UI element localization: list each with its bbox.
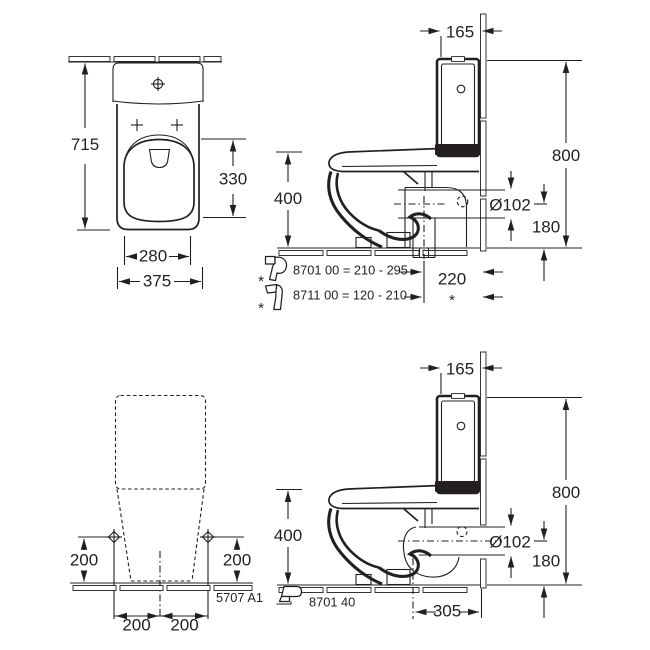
wall-hatching — [480, 13, 487, 252]
dim-label-outlet-height: 180 — [532, 218, 560, 237]
dim-label-bowl-height: 400 — [274, 526, 302, 545]
adapter-star: * — [258, 300, 264, 317]
dim-715: 715 — [71, 63, 110, 231]
bowl-front — [116, 104, 200, 231]
dim-200-left: 200 — [70, 536, 106, 582]
wall-hatching — [480, 351, 487, 589]
flush-button-icon — [456, 421, 466, 431]
adapter-label: 8701 40 — [309, 595, 355, 610]
flush-button-icon — [151, 77, 165, 91]
adapter-star: * — [258, 273, 264, 290]
dim-165: 165 — [420, 360, 502, 394]
wall-hatching — [68, 56, 222, 63]
dim-label-tank-depth: 165 — [446, 360, 474, 379]
dim-label-fixing-spacing: 200 — [170, 616, 198, 635]
dim-label-width: 375 — [143, 272, 171, 291]
flush-button-icon — [456, 84, 466, 94]
fixing-marker-right — [200, 529, 216, 545]
dim-330: 330 — [201, 138, 247, 219]
wall-hole-marker — [456, 195, 469, 208]
dim-180: 180 — [532, 184, 560, 281]
dim-outlet-diameter: Ø102 — [489, 508, 547, 578]
outlet-vertical — [394, 186, 505, 259]
dim-200-200-bottom: 200 200 — [114, 612, 208, 635]
dim-label-outlet-variable-star: * — [449, 292, 455, 309]
floor-hatching — [277, 247, 481, 256]
dim-label-outlet-to-wall: 305 — [433, 602, 461, 621]
floor-hatching — [277, 584, 481, 593]
floor-hatching — [70, 582, 253, 591]
adapter-note-8711-00: * 8711 00 = 120 - 210 — [258, 283, 407, 317]
dim-220: 220 * — [399, 261, 503, 309]
dim-label-total-height: 800 — [552, 146, 580, 165]
bowl-side — [327, 146, 480, 249]
dim-label-bolt-spacing: 280 — [139, 247, 167, 266]
side-view-bottom: 165 800 400 Ø102 180 305 — [274, 351, 582, 621]
adapter-label: 8711 00 = 120 - 210 — [293, 288, 407, 303]
dim-label-outlet-height: 180 — [532, 552, 560, 571]
dim-280: 280 — [123, 236, 192, 266]
cistern-front — [112, 62, 204, 105]
adapter-label: 8701 00 = 210 - 295 — [293, 263, 408, 278]
side-view-top: 165 800 400 Ø102 180 220 * * — [258, 13, 582, 317]
hinge-block — [435, 481, 479, 492]
seat-hinge-cross-right — [171, 119, 183, 131]
dim-800: 800 — [487, 396, 582, 586]
dim-label-seat-width: 330 — [219, 170, 247, 189]
model-number: 5707 A1 — [216, 590, 263, 605]
front-view-bottom: 200 200 200 200 5707 A1 — [70, 394, 263, 635]
dim-label-tank-depth: 165 — [446, 23, 474, 42]
dim-label-outlet-to-wall: 220 — [438, 270, 466, 289]
dim-label-outlet-diameter: Ø102 — [489, 533, 531, 552]
dim-label-height: 715 — [71, 135, 99, 154]
fixing-marker-left — [106, 529, 122, 545]
flush-inlet — [148, 148, 171, 169]
front-view-top: 715 330 280 375 — [68, 56, 247, 291]
wall-hole-marker — [456, 525, 468, 538]
variable-outlet-adapter-icon — [264, 283, 283, 311]
dashed-outline — [114, 394, 207, 582]
dim-800: 800 — [487, 59, 582, 249]
vertical-outlet-adapter-icon — [264, 255, 288, 282]
dim-label-total-height: 800 — [552, 483, 580, 502]
dim-305: 305 — [412, 558, 483, 621]
hinge-block — [435, 144, 479, 155]
adapter-note-8701-00: * 8701 00 = 210 - 295 — [258, 255, 408, 290]
dim-400: 400 — [274, 151, 302, 247]
adapter-note-8701-40: 8701 40 — [276, 585, 355, 610]
dim-label-bowl-height: 400 — [274, 189, 302, 208]
seat-ring — [123, 138, 195, 223]
dim-165: 165 — [420, 23, 502, 57]
seat-hinge-cross-left — [131, 119, 143, 131]
dim-375: 375 — [116, 267, 204, 291]
horizontal-outlet-adapter-icon — [276, 585, 303, 605]
dim-200-right: 200 — [216, 536, 251, 582]
bowl-side — [327, 483, 480, 586]
outlet-horizontal — [398, 525, 505, 578]
dim-400: 400 — [274, 488, 302, 584]
dim-label-fixing-height: 200 — [70, 551, 98, 570]
dim-label-fixing-spacing: 200 — [122, 616, 150, 635]
dim-label-fixing-height: 200 — [223, 551, 251, 570]
dim-180: 180 — [532, 521, 560, 618]
dim-outlet-diameter: Ø102 — [489, 171, 547, 241]
dim-label-outlet-diameter: Ø102 — [489, 196, 531, 215]
